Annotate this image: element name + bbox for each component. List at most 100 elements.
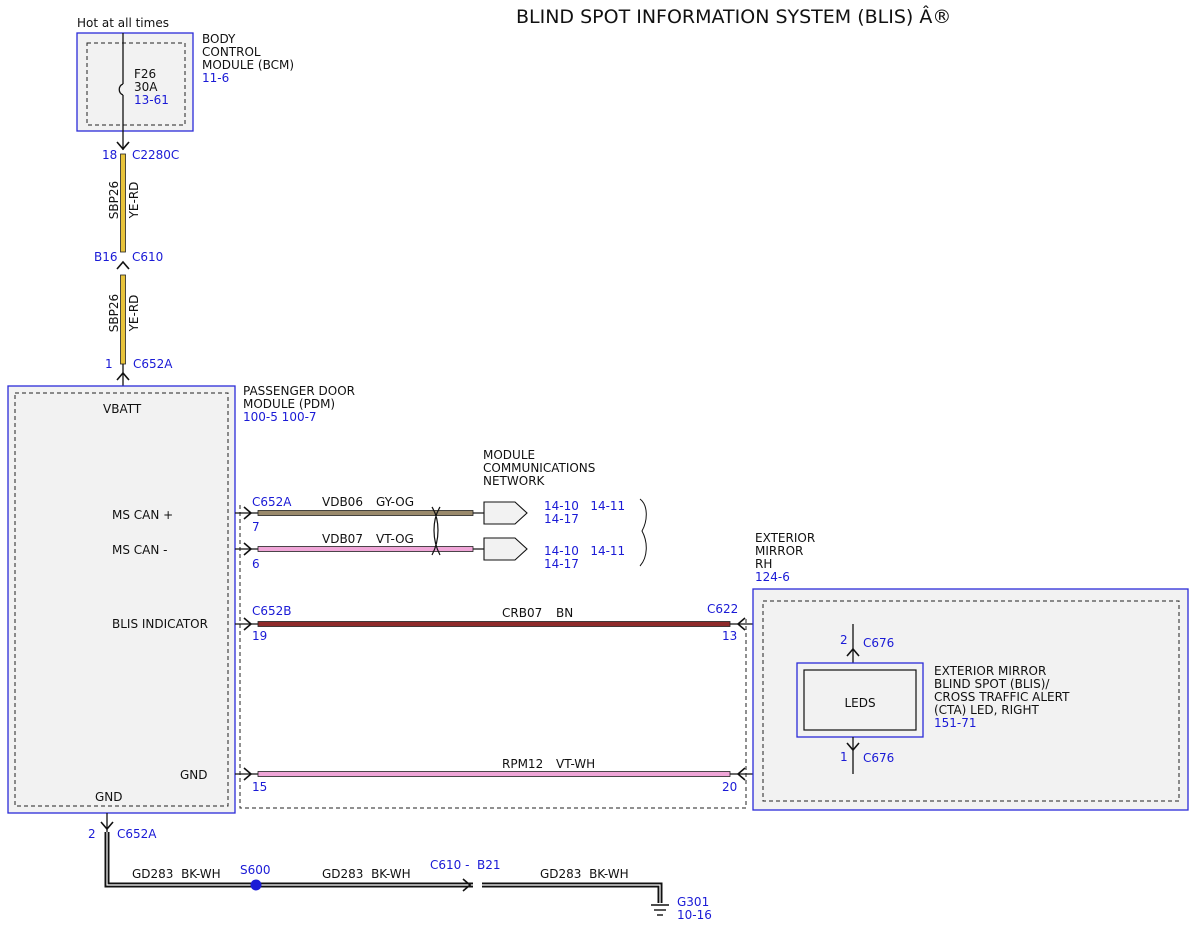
- bcm-ref[interactable]: 11-6: [202, 71, 229, 85]
- bcm-connector-id[interactable]: C2280C: [132, 148, 179, 162]
- connector-arrow-icon: [462, 878, 472, 892]
- led-inner-box: [803, 669, 917, 731]
- can-minus-color: VT-OG: [376, 532, 414, 546]
- connector-arrow-icon: [846, 742, 860, 752]
- led-desc-2: BLIND SPOT (BLIS)/: [934, 677, 1050, 691]
- wire-gd283-b[interactable]: [482, 882, 663, 903]
- ground-ref[interactable]: 10-16: [677, 908, 712, 922]
- bcm-inner-box: [86, 42, 186, 126]
- connector-arrow-icon: [243, 617, 253, 631]
- connector-arrow-icon: [846, 647, 860, 657]
- blis-mirror-pin: 13: [722, 629, 737, 643]
- pdm-pin-ms-can-plus: MS CAN +: [112, 508, 173, 522]
- can-connector-id[interactable]: C652A: [252, 495, 292, 509]
- twisted-pair-icon: [431, 506, 441, 556]
- wire-vdb06[interactable]: [257, 510, 474, 516]
- led-desc-1: EXTERIOR MIRROR: [934, 664, 1046, 678]
- mirror-name-1: EXTERIOR: [755, 531, 815, 545]
- diagram-title: BLIND SPOT INFORMATION SYSTEM (BLIS) Â®: [516, 5, 951, 28]
- ground-symbol-icon: [651, 904, 669, 916]
- can-plus-color: GY-OG: [376, 495, 414, 509]
- pdm-inner-box: [14, 392, 229, 807]
- pdm-refs[interactable]: 100-5 100-7: [243, 410, 317, 424]
- pdm-name-2: MODULE (PDM): [243, 397, 335, 411]
- bcm-name-3: MODULE (BCM): [202, 58, 294, 72]
- led-component-box[interactable]: [796, 662, 924, 738]
- pdm-module-box[interactable]: [7, 385, 236, 814]
- led-top-pin: 2: [840, 633, 848, 647]
- wire-sbp26-b-circuit: SBP26: [107, 294, 121, 332]
- bcm-module-box[interactable]: [76, 32, 194, 132]
- blis-mirror-connector[interactable]: C622: [707, 602, 738, 616]
- blis-pdm-connector[interactable]: C652B: [252, 604, 292, 618]
- wire-rpm12[interactable]: [257, 771, 731, 777]
- gnd-mirror-pin: 20: [722, 780, 737, 794]
- network-arrow-icon[interactable]: [483, 501, 528, 525]
- connector-arrow-icon: [100, 821, 114, 831]
- mirror-name-3: RH: [755, 557, 772, 571]
- network-arrow-icon[interactable]: [483, 537, 528, 561]
- pdm-name-1: PASSENGER DOOR: [243, 384, 355, 398]
- can-minus-refs-1[interactable]: 14-10 14-11: [544, 544, 625, 558]
- network-label-1: MODULE: [483, 448, 535, 462]
- pdm-pin-blis-indicator: BLIS INDICATOR: [112, 617, 208, 631]
- blis-color: BN: [556, 606, 573, 620]
- c610-id[interactable]: C610: [132, 250, 163, 264]
- wire-crb07[interactable]: [257, 621, 731, 627]
- led-ref[interactable]: 151-71: [934, 716, 977, 730]
- bcm-name-2: CONTROL: [202, 45, 261, 59]
- pdm-pin-gnd-bottom: GND: [95, 790, 123, 804]
- can-plus-refs-2[interactable]: 14-17: [544, 512, 579, 526]
- connector-outline: [239, 505, 747, 809]
- connector-arrow-icon: [736, 617, 746, 631]
- blis-pdm-pin: 19: [252, 629, 267, 643]
- fuse-icon: [118, 83, 124, 96]
- wire-sbp26-a[interactable]: [120, 153, 126, 253]
- connector-arrow-icon: [736, 767, 746, 781]
- mirror-ref[interactable]: 124-6: [755, 570, 790, 584]
- led-bottom-connector[interactable]: C676: [863, 751, 894, 765]
- wire-sbp26-b[interactable]: [120, 274, 126, 365]
- can-minus-refs-2[interactable]: 14-17: [544, 557, 579, 571]
- fuse-rating: 30A: [134, 80, 158, 94]
- pdm-power-connector[interactable]: C652A: [133, 357, 173, 371]
- ground-seg1-label: GD283 BK-WH: [132, 867, 221, 881]
- gnd-pdm-pin: 15: [252, 780, 267, 794]
- connector-arrow-icon: [243, 767, 253, 781]
- fuse-ref[interactable]: 13-61: [134, 93, 169, 107]
- can-minus-pin: 6: [252, 557, 260, 571]
- power-label: Hot at all times: [77, 16, 169, 30]
- bcm-name-1: BODY: [202, 32, 236, 46]
- ground-seg2-label: GD283 BK-WH: [322, 867, 411, 881]
- connector-arrow-icon: [116, 260, 130, 270]
- brace-icon: [639, 498, 647, 567]
- splice-label[interactable]: S600: [240, 863, 271, 877]
- led-bottom-pin: 1: [840, 750, 848, 764]
- pdm-power-pin: 1: [105, 357, 113, 371]
- connector-arrow-icon: [116, 141, 130, 151]
- can-plus-circuit: VDB06: [322, 495, 363, 509]
- wire-sbp26-a-circuit: SBP26: [107, 181, 121, 219]
- pdm-pin-ms-can-minus: MS CAN -: [112, 543, 168, 557]
- fuse-id: F26: [134, 67, 156, 81]
- ground-pdm-pin: 2: [88, 827, 96, 841]
- can-plus-refs-1[interactable]: 14-10 14-11: [544, 499, 625, 513]
- ground-seg3-label: GD283 BK-WH: [540, 867, 629, 881]
- led-top-connector[interactable]: C676: [863, 636, 894, 650]
- wire-vdb07[interactable]: [257, 546, 474, 552]
- ground-inline-connector[interactable]: C610 - B21: [430, 858, 501, 872]
- ground-id[interactable]: G301: [677, 895, 709, 909]
- blis-circuit: CRB07: [502, 606, 542, 620]
- connector-arrow-icon: [243, 542, 253, 556]
- pdm-pin-vbatt: VBATT: [103, 402, 142, 416]
- network-label-2: COMMUNICATIONS: [483, 461, 595, 475]
- splice-s600-icon[interactable]: [250, 879, 262, 891]
- can-plus-pin: 7: [252, 520, 260, 534]
- can-minus-circuit: VDB07: [322, 532, 363, 546]
- led-label: LEDS: [844, 696, 875, 710]
- connector-arrow-icon: [243, 506, 253, 520]
- pdm-pin-gnd-right: GND: [180, 768, 208, 782]
- wire-sbp26-b-color: YE-RD: [127, 295, 141, 333]
- ground-pdm-connector[interactable]: C652A: [117, 827, 157, 841]
